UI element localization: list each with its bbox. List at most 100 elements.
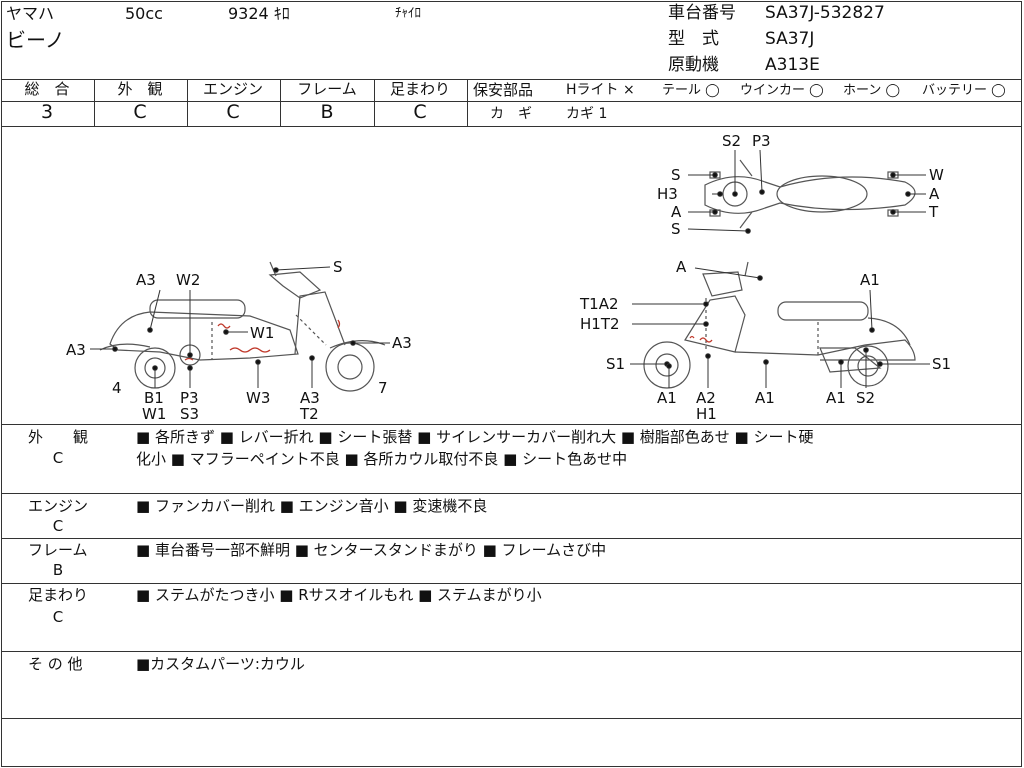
grade-table-bottom — [1, 126, 1021, 127]
remark-grade: C — [52, 517, 64, 535]
diagram-label: A — [671, 203, 682, 221]
engine-label: 原動機 — [668, 55, 719, 75]
diagram-label: S — [671, 220, 681, 238]
damage-marks — [184, 319, 713, 361]
safety-horn: ホーン ◯ — [843, 84, 900, 97]
diagram-label: A1 — [755, 389, 775, 407]
remark-grade: C — [52, 608, 64, 626]
safety-item-mark: ◯ — [991, 83, 1006, 98]
diagram-label: S — [671, 166, 681, 184]
grade-frame: B — [320, 101, 334, 123]
diagram-label: H1 — [696, 405, 717, 423]
frame-no: SA37J-532827 — [765, 3, 885, 23]
remark-divider — [1, 651, 1021, 652]
diagram-label: H1T2 — [580, 315, 620, 333]
damage-diagram: A3 W2 S W1 A3 A3 4 B1 W1 P3 S3 W3 A3 T2 … — [66, 132, 951, 423]
frame-no-label: 車台番号 — [668, 3, 736, 23]
diagram-label: 4 — [112, 379, 122, 397]
remark-category: フレーム — [28, 541, 88, 559]
diagram-label: T — [928, 203, 939, 221]
type-label: 型 式 — [668, 29, 719, 49]
leader-lines — [90, 149, 930, 388]
model-name: ビーノ — [6, 28, 65, 52]
diagram-label: A1 — [826, 389, 846, 407]
safety-item-label: ホーン — [843, 83, 882, 98]
displacement: 50cc — [125, 4, 163, 23]
safety-item-label: ウインカー — [740, 83, 806, 98]
remark-divider — [1, 718, 1021, 719]
diagram-label: H3 — [657, 185, 678, 203]
grade-header-exterior: 外 観 — [117, 80, 163, 98]
grade-col-sep — [94, 79, 95, 126]
diagram-label: S2 — [856, 389, 875, 407]
grade-header-frame: フレーム — [297, 80, 357, 98]
grade-header-suspension: 足まわり — [389, 80, 451, 98]
safety-item-label: テール — [662, 83, 702, 98]
type-value: SA37J — [765, 29, 815, 49]
safety-item-mark: × — [622, 82, 635, 98]
grade-col-sep — [374, 79, 375, 126]
diagram-label: A2 — [696, 389, 716, 407]
diagram-label: W — [929, 166, 944, 184]
remark-divider — [1, 538, 1021, 539]
remark-category: 外 観 — [28, 428, 89, 446]
grade-header-engine: エンジン — [202, 80, 264, 98]
grade-total: 3 — [40, 101, 54, 123]
maker: ヤマハ — [6, 4, 55, 23]
grade-table-top — [1, 79, 1021, 80]
grade-suspension: C — [413, 101, 427, 123]
safety-item-mark: ◯ — [885, 83, 901, 98]
remark-category: エンジン — [28, 497, 89, 515]
remark-divider — [1, 493, 1021, 494]
remark-line: ■ 車台番号一部不鮮明 ■ センタースタンドまがり ■ フレームさび中 — [136, 541, 607, 559]
grade-exterior: C — [133, 101, 147, 123]
diagram-label: S2 — [722, 132, 741, 150]
engine-value: A313E — [765, 55, 820, 75]
diagram-label: A3 — [300, 389, 320, 407]
key-label: カ ギ — [490, 106, 532, 122]
safety-divider — [467, 101, 1021, 102]
diagram-label: W3 — [246, 389, 270, 407]
remark-grade: C — [52, 449, 64, 467]
remark-category: 足まわり — [28, 586, 89, 604]
safety-label: 保安部品 — [473, 81, 534, 99]
diagram-label: A3 — [392, 334, 412, 352]
diagram-label: S1 — [932, 355, 951, 373]
remark-line: ■カスタムパーツ:カウル — [136, 655, 305, 673]
diagram-label: A1 — [860, 271, 880, 289]
remark-line: ■ ファンカバー削れ ■ エンジン音小 ■ 変速機不良 — [136, 497, 488, 515]
remark-line: ■ 各所きず ■ レバー折れ ■ シート張替 ■ サイレンサーカバー削れ大 ■ … — [136, 428, 814, 446]
grade-col-sep — [467, 79, 468, 126]
safety-item-mark: ◯ — [809, 83, 824, 98]
safety-headlight: Hライト × — [566, 83, 635, 97]
remark-category: そ の 他 — [28, 655, 83, 673]
diagram-label: S3 — [180, 405, 199, 423]
safety-item-mark: ◯ — [705, 83, 720, 98]
diagram-bottom — [1, 424, 1021, 425]
safety-item-label: バッテリー — [922, 83, 988, 98]
diagram-label: A — [676, 258, 687, 276]
mileage-note: ﾁｬｲﾛ — [395, 6, 421, 21]
remark-divider — [1, 583, 1021, 584]
safety-tail: テール ◯ — [662, 84, 720, 97]
grade-col-sep — [187, 79, 188, 126]
remark-line: 化小 ■ マフラーペイント不良 ■ 各所カウル取付不良 ■ シート色あせ中 — [136, 450, 628, 468]
key-value: カギ 1 — [566, 106, 608, 122]
safety-winker: ウインカー ◯ — [740, 84, 824, 97]
remark-line: ■ ステムがたつき小 ■ Rサスオイルもれ ■ ステムまがり小 — [136, 586, 542, 604]
diagram-label: A — [929, 185, 940, 203]
diagram-label: T1A2 — [579, 295, 619, 313]
diagram-label: W1 — [142, 405, 166, 423]
diagram-label: P3 — [180, 389, 199, 407]
diagram-label: A3 — [136, 271, 156, 289]
diagram-label: B1 — [144, 389, 164, 407]
diagram-label: W1 — [250, 324, 274, 342]
top-view — [704, 159, 916, 229]
diagram-label: T2 — [299, 405, 319, 423]
diagram-label: S1 — [606, 355, 625, 373]
safety-battery: バッテリー ◯ — [922, 84, 1006, 97]
diagram-label: P3 — [752, 132, 771, 150]
diagram-label: A3 — [66, 341, 86, 359]
safety-item-label: Hライト — [566, 82, 619, 98]
